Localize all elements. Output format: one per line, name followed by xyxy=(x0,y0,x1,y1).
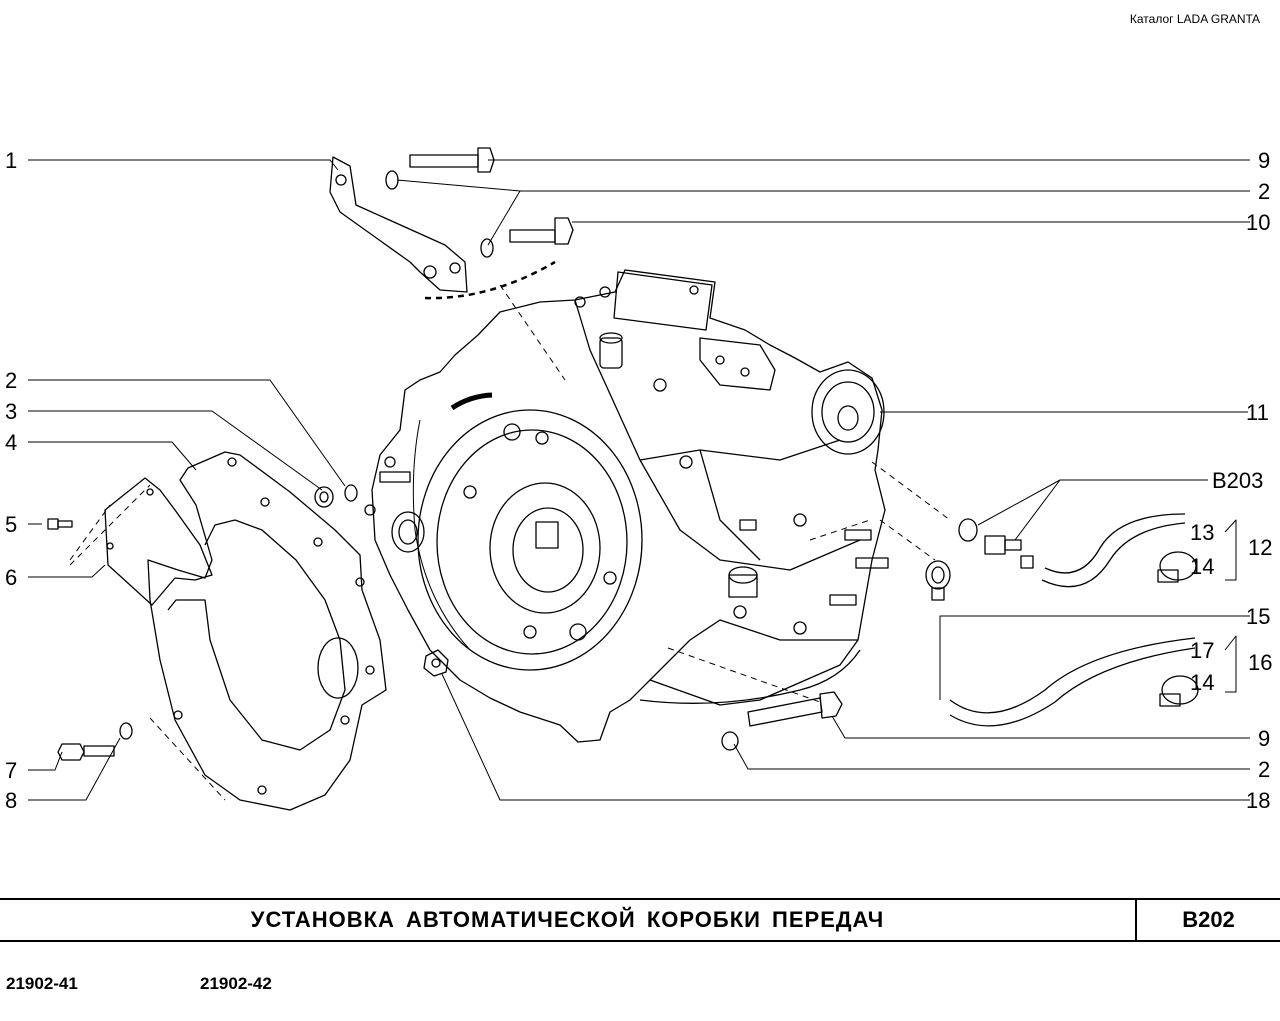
callout-right-15: 15 xyxy=(1246,604,1270,629)
callout-right-13: 13 xyxy=(1190,520,1214,545)
drawing-code: B202 xyxy=(1182,907,1235,932)
callout-right-b203: B203 xyxy=(1212,468,1263,493)
eye-bolt-part-15 xyxy=(925,560,951,601)
title-bar: УСТАНОВКА АВТОМАТИЧЕСКОЙ КОРОБКИ ПЕРЕДАЧ… xyxy=(0,898,1280,942)
callout-right-2-bottom: 2 xyxy=(1258,757,1270,782)
adapter-plate-part-4 xyxy=(147,451,387,811)
hose-part-13 xyxy=(1041,513,1186,588)
screw-part-5 xyxy=(47,518,73,530)
shield-part-6 xyxy=(104,477,213,606)
clamp-part-14-top xyxy=(1157,551,1197,583)
callout-labels: 1 2 3 4 5 6 7 8 9 2 10 11 B203 13 12 14 … xyxy=(5,148,1272,813)
washer-b203 xyxy=(958,518,978,542)
callout-left-4: 4 xyxy=(5,430,17,455)
washer-part-2-top xyxy=(385,170,399,190)
callout-left-5: 5 xyxy=(5,512,17,537)
dashed-assembly-lines xyxy=(69,260,951,801)
leader-lines xyxy=(28,159,1250,801)
catalog-label: Каталог LADA GRANTA xyxy=(1129,12,1260,26)
bolt-part-9-bottom xyxy=(747,691,843,727)
callout-right-18: 18 xyxy=(1246,788,1270,813)
exploded-parts-diagram: 1 2 3 4 5 6 7 8 9 2 10 11 B203 13 12 14 … xyxy=(5,147,1272,813)
washer-part-2-bottom xyxy=(721,731,739,751)
callout-right-12: 12 xyxy=(1248,535,1272,560)
washer-part-2-left xyxy=(344,484,358,502)
model-number-2: 21902-42 xyxy=(200,974,272,993)
callout-right-17: 17 xyxy=(1190,638,1214,663)
callout-right-9-bottom: 9 xyxy=(1258,726,1270,751)
title-divider xyxy=(1135,900,1137,940)
callout-right-9-top: 9 xyxy=(1258,148,1270,173)
callout-left-2: 2 xyxy=(5,368,17,393)
drawing-title: УСТАНОВКА АВТОМАТИЧЕСКОЙ КОРОБКИ ПЕРЕДАЧ xyxy=(250,907,885,932)
washer-part-2-mid xyxy=(480,238,494,258)
callout-right-11: 11 xyxy=(1246,400,1269,425)
callout-right-14-bottom: 14 xyxy=(1190,670,1214,695)
bolt-part-9-top xyxy=(409,147,495,173)
model-number-1: 21902-41 xyxy=(6,974,78,993)
callout-left-7: 7 xyxy=(5,758,17,783)
callout-right-2-top: 2 xyxy=(1258,179,1270,204)
union-fitting-b203 xyxy=(984,535,1034,569)
nut-part-18 xyxy=(423,649,449,677)
nut-part-3 xyxy=(314,486,334,508)
bolt-part-10 xyxy=(509,217,574,245)
callout-right-10: 10 xyxy=(1246,210,1270,235)
callout-left-3: 3 xyxy=(5,399,17,424)
callout-right-14-top: 14 xyxy=(1190,554,1214,579)
clamp-part-14-bottom xyxy=(1159,675,1199,707)
callout-left-6: 6 xyxy=(5,565,17,590)
hose-part-17 xyxy=(949,637,1196,727)
washer-part-8 xyxy=(119,722,133,740)
callout-right-16: 16 xyxy=(1248,650,1272,675)
callout-left-1: 1 xyxy=(5,148,17,173)
pulley-part-11 xyxy=(811,369,885,455)
transmission-housing xyxy=(364,269,889,743)
callout-left-8: 8 xyxy=(5,788,17,813)
bolt-part-7 xyxy=(57,743,115,761)
bracket-part-1 xyxy=(329,156,468,293)
